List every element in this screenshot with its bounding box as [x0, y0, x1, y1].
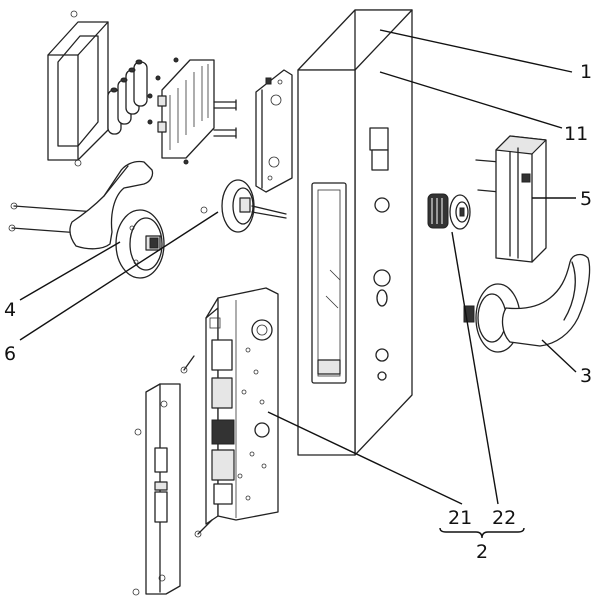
label-lock-assembly: 2 — [476, 541, 488, 563]
label-cover: 11 — [564, 123, 588, 145]
batteries — [107, 59, 148, 135]
mortise-body — [205, 287, 279, 525]
outer-handle — [463, 253, 591, 353]
label-cylinder: 22 — [492, 507, 516, 529]
label-spindle: 6 — [4, 343, 16, 365]
inner-mounting-plate — [255, 69, 293, 193]
spindle — [200, 179, 287, 233]
battery-box — [475, 135, 547, 263]
label-body: 1 — [580, 61, 592, 83]
part-labels: 1 11 5 4 6 3 21 22 2 — [4, 61, 592, 563]
battery-holder — [147, 57, 215, 165]
label-mortise: 21 — [448, 507, 472, 529]
faceplate — [132, 355, 213, 596]
cylinder — [427, 193, 471, 230]
lock-body-block — [297, 9, 413, 456]
label-outer-handle: 3 — [580, 365, 592, 387]
inner-handle — [8, 160, 165, 279]
label-inner-handle: 4 — [4, 299, 16, 321]
battery-cover-frame — [47, 10, 109, 167]
mounting-screws — [213, 99, 237, 139]
leader-lines — [19, 29, 577, 539]
label-battery-box: 5 — [580, 188, 592, 210]
